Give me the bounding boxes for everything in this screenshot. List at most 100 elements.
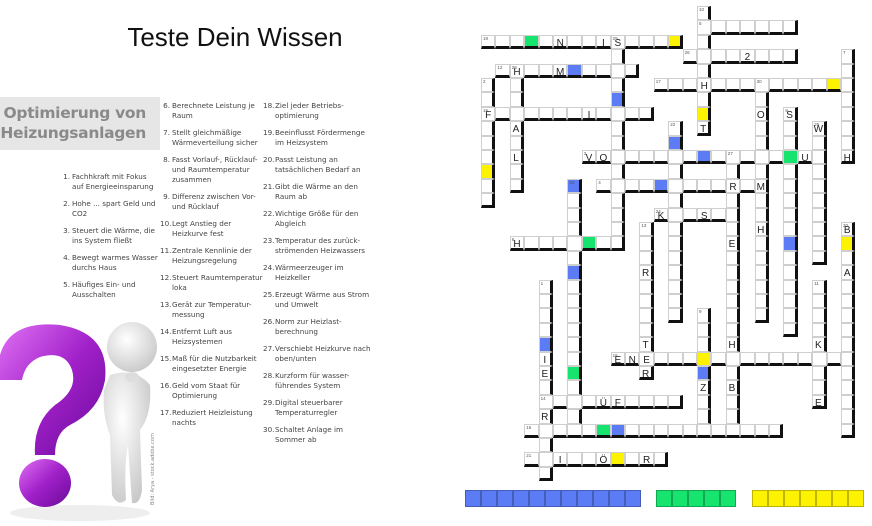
crossword-cell[interactable]: O xyxy=(596,150,611,165)
crossword-cell[interactable]: 1 xyxy=(538,279,553,294)
crossword-cell[interactable] xyxy=(668,265,683,280)
crossword-cell[interactable] xyxy=(812,322,827,338)
crossword-cell[interactable] xyxy=(625,106,640,122)
crossword-cell[interactable] xyxy=(639,178,654,194)
crossword-cell[interactable] xyxy=(783,178,798,194)
crossword-cell[interactable] xyxy=(538,438,553,453)
crossword-cell[interactable] xyxy=(509,78,525,93)
crossword-cell[interactable] xyxy=(538,106,553,122)
crossword-cell[interactable] xyxy=(725,308,741,323)
crossword-cell[interactable] xyxy=(826,78,841,93)
crossword-cell[interactable] xyxy=(481,121,496,136)
crossword-cell[interactable]: K xyxy=(812,337,827,352)
crossword-cell[interactable] xyxy=(625,34,640,50)
crossword-cell[interactable]: 27 xyxy=(725,150,741,165)
crossword-cell[interactable] xyxy=(610,150,625,165)
crossword-cell[interactable] xyxy=(682,178,697,194)
crossword-cell[interactable] xyxy=(524,34,539,50)
crossword-cell[interactable] xyxy=(567,265,582,280)
crossword-cell[interactable] xyxy=(567,279,582,294)
crossword-cell[interactable]: I xyxy=(581,106,597,122)
crossword-cell[interactable] xyxy=(783,150,798,165)
crossword-cell[interactable] xyxy=(567,423,582,438)
crossword-cell[interactable] xyxy=(783,121,798,136)
crossword-cell[interactable] xyxy=(754,92,769,107)
crossword-cell[interactable] xyxy=(653,178,669,194)
crossword-cell[interactable] xyxy=(711,49,726,64)
crossword-cell[interactable] xyxy=(524,106,539,122)
crossword-cell[interactable] xyxy=(682,351,697,366)
crossword-cell[interactable] xyxy=(711,207,726,222)
crossword-cell[interactable]: E xyxy=(812,394,827,410)
crossword-cell[interactable] xyxy=(625,452,640,467)
crossword-cell[interactable] xyxy=(610,78,625,93)
crossword-cell[interactable] xyxy=(725,409,741,424)
solution-cell[interactable] xyxy=(513,490,529,507)
crossword-cell[interactable] xyxy=(769,423,784,438)
solution-cell[interactable] xyxy=(688,490,704,507)
crossword-cell[interactable] xyxy=(754,236,769,251)
crossword-cell[interactable] xyxy=(725,322,741,338)
crossword-cell[interactable] xyxy=(754,351,769,366)
crossword-cell[interactable] xyxy=(639,279,654,294)
solution-cell[interactable] xyxy=(720,490,736,507)
crossword-cell[interactable] xyxy=(812,308,827,323)
crossword-cell[interactable] xyxy=(841,351,856,366)
crossword-cell[interactable] xyxy=(754,193,769,208)
solution-cell[interactable] xyxy=(848,490,864,507)
solution-cell[interactable] xyxy=(481,490,497,507)
crossword-cell[interactable]: R xyxy=(639,265,654,280)
crossword-cell[interactable]: H xyxy=(725,337,741,352)
crossword-cell[interactable] xyxy=(812,164,827,179)
crossword-cell[interactable] xyxy=(769,150,784,165)
crossword-cell[interactable] xyxy=(668,135,683,150)
crossword-cell[interactable] xyxy=(697,49,712,64)
crossword-cell[interactable] xyxy=(668,279,683,294)
crossword-cell[interactable]: T xyxy=(639,337,654,352)
crossword-cell[interactable] xyxy=(610,92,625,107)
crossword-cell[interactable] xyxy=(538,322,553,338)
crossword-cell[interactable] xyxy=(725,250,741,266)
crossword-cell[interactable] xyxy=(725,265,741,280)
crossword-cell[interactable] xyxy=(668,193,683,208)
crossword-cell[interactable] xyxy=(841,63,856,78)
crossword-cell[interactable] xyxy=(783,135,798,150)
crossword-cell[interactable] xyxy=(610,207,625,222)
crossword-cell[interactable] xyxy=(567,351,582,366)
solution-cell[interactable] xyxy=(752,490,768,507)
crossword-cell[interactable] xyxy=(567,222,582,237)
crossword-cell[interactable] xyxy=(725,207,741,222)
crossword-cell[interactable]: 30 xyxy=(754,78,769,93)
crossword-cell[interactable] xyxy=(567,193,582,208)
crossword-cell[interactable] xyxy=(668,294,683,309)
crossword-cell[interactable] xyxy=(711,423,726,438)
solution-cell[interactable] xyxy=(656,490,672,507)
crossword-cell[interactable]: 26 xyxy=(682,49,697,64)
solution-cell[interactable] xyxy=(625,490,641,507)
crossword-cell[interactable] xyxy=(668,78,683,93)
crossword-cell[interactable] xyxy=(754,164,769,179)
crossword-cell[interactable] xyxy=(524,63,539,78)
crossword-cell[interactable] xyxy=(783,20,798,35)
crossword-cell[interactable] xyxy=(783,222,798,237)
crossword-cell[interactable]: T xyxy=(697,121,712,136)
crossword-cell[interactable] xyxy=(567,322,582,338)
crossword-cell[interactable] xyxy=(711,178,726,194)
crossword-cell[interactable] xyxy=(725,193,741,208)
crossword-cell[interactable] xyxy=(697,92,712,107)
crossword-cell[interactable] xyxy=(524,236,539,251)
crossword-cell[interactable] xyxy=(697,150,712,165)
crossword-cell[interactable] xyxy=(610,452,625,467)
crossword-cell[interactable] xyxy=(538,452,553,467)
crossword-cell[interactable] xyxy=(668,423,683,438)
crossword-cell[interactable] xyxy=(596,106,611,122)
solution-cell[interactable] xyxy=(497,490,513,507)
crossword-cell[interactable] xyxy=(682,78,697,93)
crossword-cell[interactable]: Ü xyxy=(596,394,611,410)
crossword-cell[interactable]: B xyxy=(725,380,741,395)
crossword-cell[interactable] xyxy=(812,193,827,208)
crossword-cell[interactable]: I xyxy=(596,34,611,50)
crossword-cell[interactable] xyxy=(567,34,582,50)
